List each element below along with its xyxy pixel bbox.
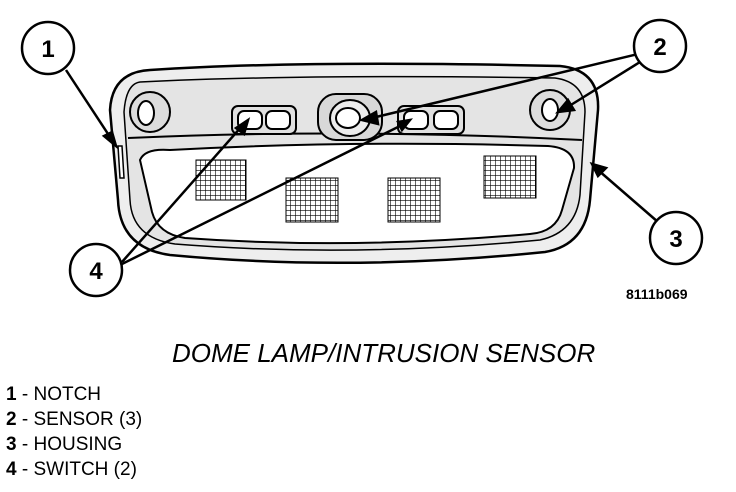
legend-item: 1 - NOTCH <box>6 382 142 407</box>
legend-text: NOTCH <box>33 384 102 405</box>
legend-text: HOUSING <box>33 434 123 455</box>
left-sensor <box>129 91 171 133</box>
legend-text: SWITCH (2) <box>33 459 137 480</box>
notch <box>117 145 125 179</box>
legend-number: 2 <box>6 409 17 430</box>
legend-item: 4 - SWITCH (2) <box>6 457 142 482</box>
callout-2: 2 <box>632 18 688 74</box>
callout-1: 1 <box>20 20 76 76</box>
callout-4: 4 <box>68 242 124 298</box>
legend-text: SENSOR (3) <box>33 409 143 430</box>
legend-number: 1 <box>6 384 17 405</box>
leader-lines <box>64 52 659 266</box>
legend-item: 2 - SENSOR (3) <box>6 407 142 432</box>
legend-number: 3 <box>6 434 17 455</box>
figure-caption: DOME LAMP/INTRUSION SENSOR <box>172 338 596 368</box>
legend-separator: - <box>16 459 34 480</box>
figure-id-label: 8111b069 <box>626 286 688 302</box>
legend-separator: - <box>16 384 34 405</box>
lamp-lens <box>138 142 576 245</box>
legend: 1 - NOTCH 2 - SENSOR (3) 3 - HOUSING 4 -… <box>6 382 142 482</box>
svg-text:2: 2 <box>653 34 666 61</box>
legend-separator: - <box>16 409 34 430</box>
legend-item: 3 - HOUSING <box>6 432 142 457</box>
dome-lamp-diagram: 1 2 3 4 <box>20 18 704 298</box>
left-switch <box>231 105 297 135</box>
legend-number: 4 <box>6 459 17 480</box>
svg-text:4: 4 <box>89 258 103 285</box>
legend-separator: - <box>16 434 34 455</box>
callout-3: 3 <box>648 210 704 266</box>
center-sensor <box>317 93 383 141</box>
svg-text:1: 1 <box>41 36 54 63</box>
svg-text:3: 3 <box>669 226 682 253</box>
